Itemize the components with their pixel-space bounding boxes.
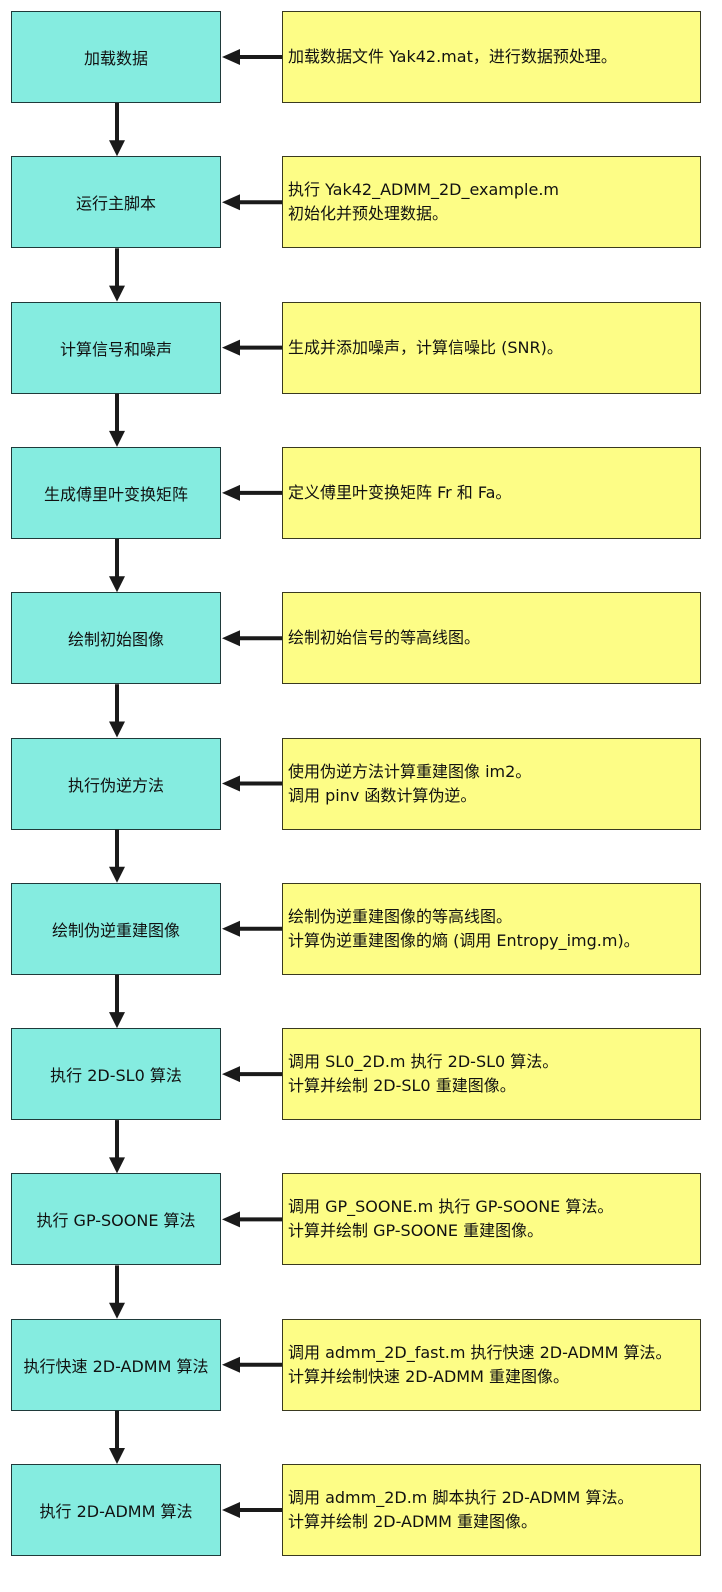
flow-arrowhead <box>109 1448 125 1464</box>
note-box: 绘制伪逆重建图像的等高线图。计算伪逆重建图像的熵 (调用 Entropy_img… <box>282 882 701 975</box>
note-line: 计算伪逆重建图像的熵 (调用 Entropy_img.m)。 <box>288 930 640 950</box>
flow-arrowhead <box>109 1012 125 1029</box>
note-arrowhead <box>222 484 240 501</box>
note-arrowhead <box>222 920 240 937</box>
note-line: 调用 GP_SOONE.m 执行 GP-SOONE 算法。 <box>288 1197 614 1217</box>
note-arrowhead <box>222 194 240 211</box>
note-line: 计算并绘制 GP-SOONE 重建图像。 <box>288 1221 544 1241</box>
note-box: 调用 admm_2D.m 脚本执行 2D-ADMM 算法。计算并绘制 2D-AD… <box>282 1464 701 1556</box>
flow-arrowhead <box>109 430 125 447</box>
step-box: 执行 2D-ADMM 算法 <box>11 1464 221 1556</box>
note-line: 计算并绘制 2D-SL0 重建图像。 <box>288 1076 516 1096</box>
note-line: 加载数据文件 Yak42.mat，进行数据预处理。 <box>288 47 617 66</box>
note-arrowhead <box>222 1211 240 1228</box>
step-box: 运行主脚本 <box>11 156 221 249</box>
note-arrowhead <box>222 1066 240 1083</box>
step-box: 执行伪逆方法 <box>11 737 221 830</box>
note-arrowhead <box>222 775 240 792</box>
note-box: 绘制初始信号的等高线图。 <box>282 592 701 685</box>
note-line: 定义傅里叶变换矩阵 Fr 和 Fa。 <box>288 482 512 502</box>
flow-arrowhead <box>109 866 125 883</box>
step-box: 绘制伪逆重建图像 <box>11 882 221 975</box>
note-line: 计算并绘制快速 2D-ADMM 重建图像。 <box>288 1366 569 1386</box>
step-box: 加载数据 <box>11 11 221 103</box>
note-line: 调用 admm_2D.m 脚本执行 2D-ADMM 算法。 <box>288 1488 634 1507</box>
note-box: 定义傅里叶变换矩阵 Fr 和 Fa。 <box>282 446 701 539</box>
note-box: 使用伪逆方法计算重建图像 im2。调用 pinv 函数计算伪逆。 <box>282 737 701 830</box>
note-line: 调用 admm_2D_fast.m 执行快速 2D-ADMM 算法。 <box>288 1342 672 1362</box>
step-box: 执行快速 2D-ADMM 算法 <box>11 1318 221 1411</box>
flow-arrowhead <box>109 576 125 593</box>
note-line: 调用 pinv 函数计算伪逆。 <box>288 785 477 805</box>
note-arrowhead <box>222 630 240 647</box>
note-line: 使用伪逆方法计算重建图像 im2。 <box>288 761 532 781</box>
note-line: 计算并绘制 2D-ADMM 重建图像。 <box>288 1512 537 1531</box>
step-box: 执行 GP-SOONE 算法 <box>11 1173 221 1266</box>
step-box: 执行 2D-SL0 算法 <box>11 1028 221 1121</box>
flow-arrowhead <box>109 721 125 738</box>
note-box: 调用 admm_2D_fast.m 执行快速 2D-ADMM 算法。计算并绘制快… <box>282 1318 701 1411</box>
step-box: 生成傅里叶变换矩阵 <box>11 446 221 539</box>
step-box: 计算信号和噪声 <box>11 301 221 394</box>
flow-arrowhead <box>109 140 125 157</box>
note-box: 调用 GP_SOONE.m 执行 GP-SOONE 算法。计算并绘制 GP-SO… <box>282 1173 701 1266</box>
note-arrowhead <box>222 49 240 65</box>
step-box: 绘制初始图像 <box>11 592 221 685</box>
flow-arrowhead <box>109 1302 125 1319</box>
note-arrowhead <box>222 1356 240 1373</box>
note-line: 调用 SL0_2D.m 执行 2D-SL0 算法。 <box>288 1052 559 1072</box>
note-box: 执行 Yak42_ADMM_2D_example.m 初始化并预处理数据。 <box>282 156 701 249</box>
flow-arrowhead <box>109 285 125 302</box>
note-box: 生成并添加噪声，计算信噪比 (SNR)。 <box>282 301 701 394</box>
note-arrowhead <box>222 1502 240 1518</box>
note-line: 绘制伪逆重建图像的等高线图。 <box>288 906 513 926</box>
flow-arrowhead <box>109 1157 125 1174</box>
note-arrowhead <box>222 339 240 356</box>
note-box: 调用 SL0_2D.m 执行 2D-SL0 算法。计算并绘制 2D-SL0 重建… <box>282 1028 701 1121</box>
note-line: 绘制初始信号的等高线图。 <box>288 628 481 648</box>
note-line: 执行 Yak42_ADMM_2D_example.m <box>288 180 560 200</box>
note-line: 生成并添加噪声，计算信噪比 (SNR)。 <box>288 337 563 357</box>
note-box: 加载数据文件 Yak42.mat，进行数据预处理。 <box>282 11 701 103</box>
note-line: 初始化并预处理数据。 <box>288 204 449 224</box>
